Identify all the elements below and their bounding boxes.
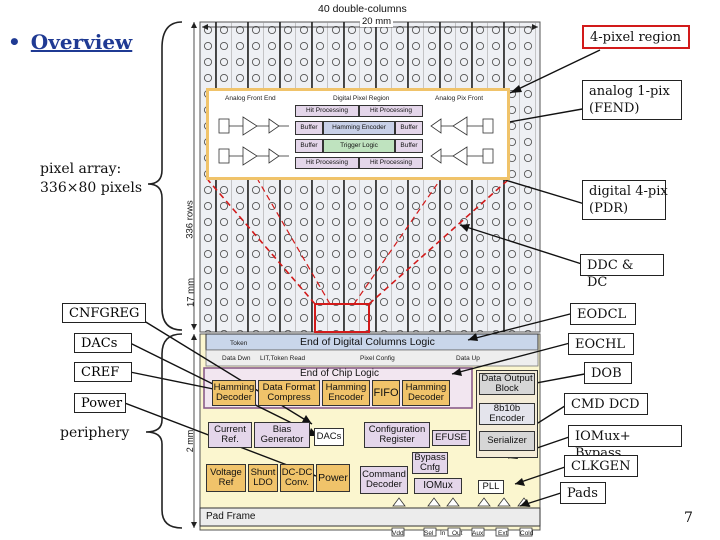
voltage-ref-block: Voltage Ref <box>206 464 246 492</box>
page-number: 7 <box>684 510 693 526</box>
four-pixel-region-callout: 4-pixel region <box>582 25 690 49</box>
cmd-dcd-callout: CMD DCD <box>564 393 648 415</box>
ddc-dc-callout: DDC & DC <box>580 254 664 290</box>
dob-callout: DOB <box>584 362 632 384</box>
iomux-block: IOMux <box>414 478 462 494</box>
fifo-block: FIFO <box>372 380 400 406</box>
clkgen-callout: CLKGEN <box>564 455 638 477</box>
pad-frame-label: Pad Frame <box>206 511 256 522</box>
pixel-array-label: pixel array: 336×80 pixels <box>40 161 142 196</box>
analog-fend-callout: analog 1-pix (FEND) <box>582 80 682 120</box>
zoom-buffer-4: Buffer <box>395 139 423 153</box>
power-label: Power <box>74 393 126 413</box>
title-text: Overview <box>30 30 133 54</box>
encoder-8b10b: 8b10b Encoder <box>479 403 535 425</box>
zoom-hamming-encoder: Hamming Encoder <box>323 121 395 135</box>
eodc-bar-label: End of Digital Columns Logic <box>300 336 435 348</box>
pad-label-sel: Sel <box>424 530 434 537</box>
eochl-callout: EOCHL <box>568 333 634 355</box>
data-output-block: Data Output Block 8b10b Encoder Serializ… <box>476 370 538 458</box>
hamming-decoder-2: Hamming Decoder <box>402 380 450 406</box>
zoom-buffer-2: Buffer <box>395 121 423 135</box>
analog-sketch-right <box>430 116 494 166</box>
cnfgreg-label: CNFGREG <box>62 303 146 323</box>
dcdc-block: DC-DC Conv. <box>280 464 314 492</box>
dacs-label: DACs <box>74 333 132 353</box>
digital-pdr-callout: digital 4-pix (PDR) <box>582 180 668 220</box>
periphery-label: periphery <box>60 425 130 441</box>
bullet: • <box>8 30 21 54</box>
pad-label-in: In <box>440 530 446 537</box>
efuse-block: EFUSE <box>432 430 470 446</box>
pad-label-out: Out <box>452 530 463 537</box>
zoom-buffer-3: Buffer <box>295 139 323 153</box>
periphery-height-label: 2 mm <box>185 429 195 453</box>
zoom-hit-processing-1: Hit Processing <box>295 105 359 117</box>
serializer-block: Serializer <box>479 431 535 451</box>
pll-block: PLL <box>478 480 504 494</box>
cref-label: CREF <box>74 362 132 382</box>
bias-generator-block: Bias Generator <box>254 422 310 448</box>
command-decoder-block: Command Decoder <box>360 466 408 494</box>
eodc-sub-data-up: Data Up <box>456 355 480 362</box>
current-ref-block: Current Ref. <box>208 422 252 448</box>
width-label: 20 mm <box>360 16 394 27</box>
zoom-section-dpr: Digital Pixel Region <box>333 95 390 102</box>
hamming-decoder-1: Hamming Decoder <box>212 380 256 406</box>
zoom-hit-processing-3: Hit Processing <box>295 157 359 169</box>
rows-label: 336 rows <box>184 200 196 239</box>
zoom-trigger-logic: Trigger Logic <box>323 139 395 153</box>
eodc-sub-pixel-config: Pixel Config <box>360 355 395 362</box>
pad-label-aux: Aux <box>472 530 484 537</box>
pad-label-vdd: Vdd <box>392 530 404 537</box>
power-block: Power <box>316 464 350 492</box>
slide-title: • Overview <box>8 30 132 54</box>
analog-sketch-left <box>218 116 289 166</box>
zoom-buffer-1: Buffer <box>295 121 323 135</box>
shunt-ldo-block: Shunt LDO <box>248 464 278 492</box>
zoom-hit-processing-4: Hit Processing <box>359 157 423 169</box>
bypass-config-block: Bypass Cnfg <box>412 452 448 474</box>
zoom-section-afe: Analog Front End <box>225 95 276 102</box>
data-format-block: Data Format Compress <box>258 380 320 406</box>
eodc-sub-lit: LIT,Token Read <box>260 355 306 362</box>
height-label: 17 mm <box>185 277 197 308</box>
pixel-zoom-box: Analog Front End Digital Pixel Region An… <box>206 88 510 180</box>
pad-label-ext: Ext <box>498 530 508 537</box>
hamming-encoder: Hamming Encoder <box>322 380 370 406</box>
zoom-section-apf: Analog Pix Front <box>435 95 484 102</box>
zoom-hit-processing-2: Hit Processing <box>359 105 423 117</box>
eodc-sub-data-dwn: Data Dwn <box>222 355 251 362</box>
configuration-register-block: Configuration Register <box>364 422 430 448</box>
data-output-label: Data Output Block <box>479 373 535 395</box>
eocl-title: End of Chip Logic <box>300 368 379 379</box>
pads-callout: Pads <box>560 482 606 504</box>
eodc-sub-token: Token <box>230 340 248 347</box>
eodcl-callout: EODCL <box>570 303 636 325</box>
columns-label: 40 double-columns <box>318 3 407 15</box>
pad-label-cold: Cold <box>520 530 534 537</box>
iomux-bypass-callout: IOMux+ Bypass <box>568 425 682 461</box>
dacs-block: DACs <box>314 428 344 446</box>
